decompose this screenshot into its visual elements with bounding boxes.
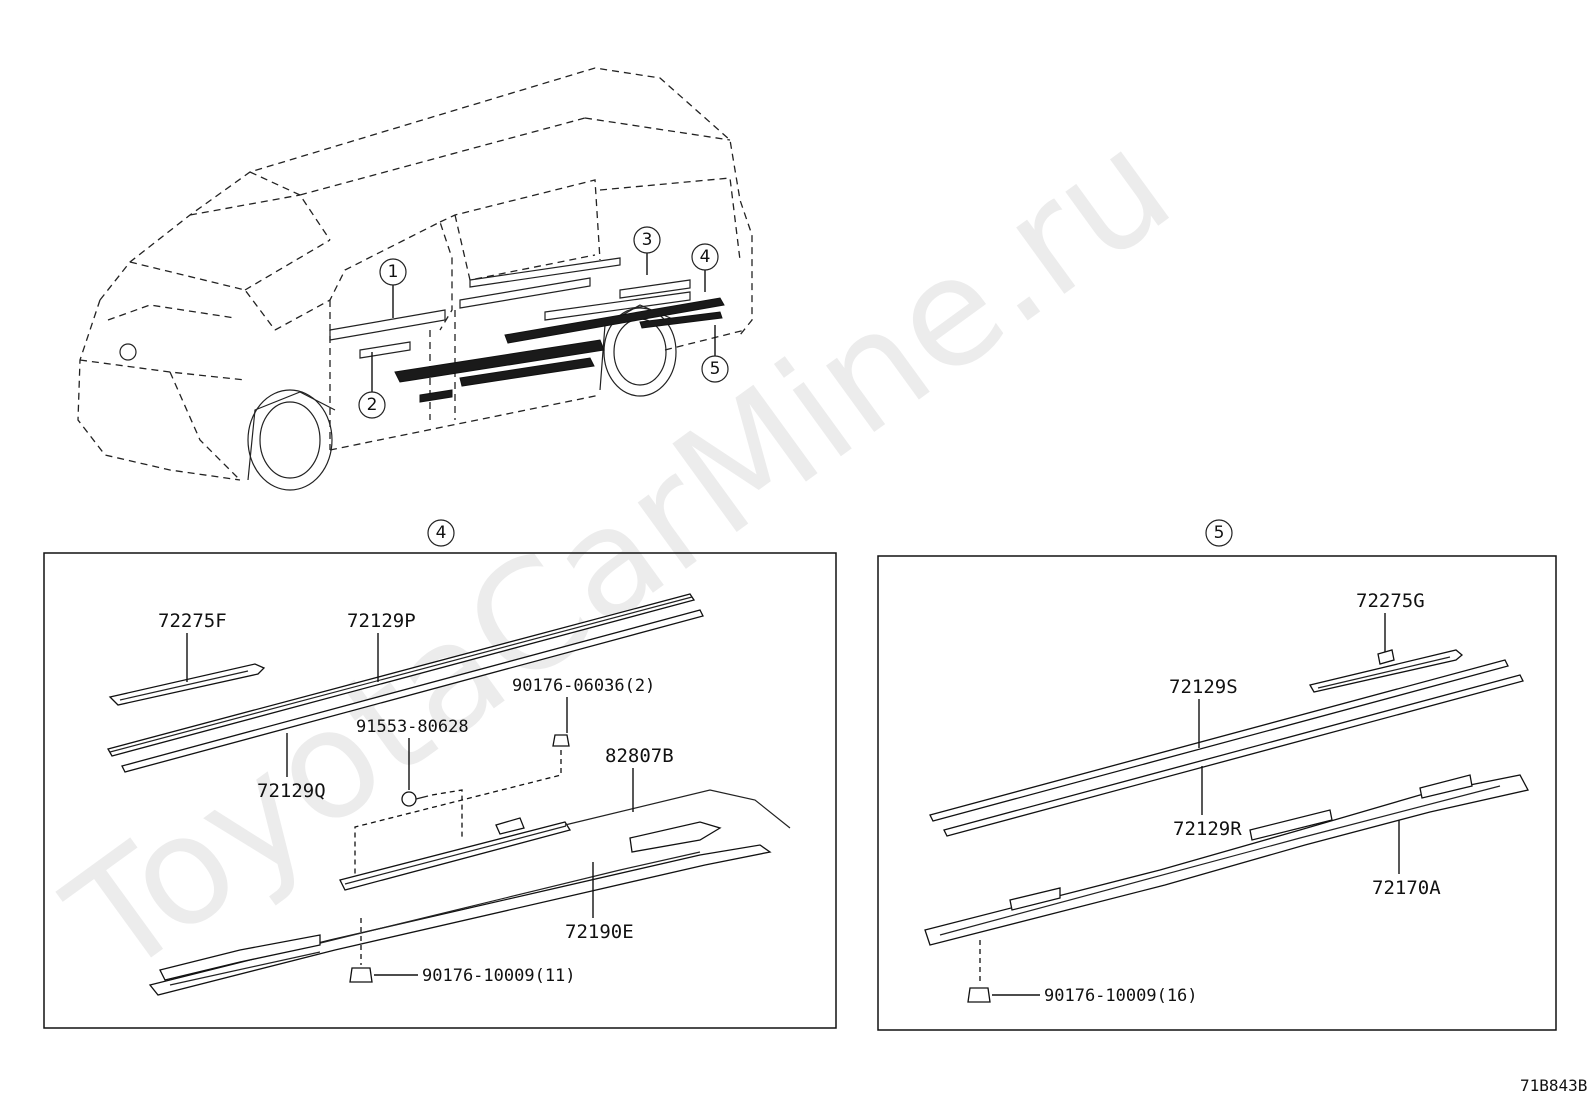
label-72129R: 72129R bbox=[1173, 766, 1242, 840]
svg-text:72275G: 72275G bbox=[1356, 590, 1425, 612]
label-72170A: 72170A bbox=[1372, 820, 1441, 899]
panel-4-marker: 4 bbox=[427, 519, 455, 547]
panel-5-parts-illustration bbox=[924, 649, 1529, 1003]
callout-5: 5 bbox=[701, 325, 729, 383]
label-72129Q: 72129Q bbox=[257, 733, 326, 802]
svg-text:4: 4 bbox=[700, 247, 711, 267]
label-82807B: 82807B bbox=[605, 745, 674, 812]
label-72190E: 72190E bbox=[565, 862, 634, 943]
svg-text:3: 3 bbox=[642, 230, 653, 250]
panel-5-frame bbox=[877, 555, 1557, 1031]
svg-text:72170A: 72170A bbox=[1372, 877, 1441, 899]
svg-text:72275F: 72275F bbox=[158, 610, 227, 632]
svg-text:5: 5 bbox=[710, 359, 721, 379]
panel-4-frame bbox=[43, 552, 837, 1029]
svg-text:4: 4 bbox=[436, 523, 447, 543]
label-90176-10009-16: 90176-10009(16) bbox=[992, 986, 1198, 1006]
van-overview-illustration bbox=[77, 67, 753, 491]
callout-4: 4 bbox=[691, 243, 719, 292]
label-72275F: 72275F bbox=[158, 610, 227, 682]
svg-text:5: 5 bbox=[1214, 523, 1225, 543]
panel-4-parts-illustration bbox=[107, 593, 791, 996]
svg-text:72129R: 72129R bbox=[1173, 818, 1242, 840]
svg-text:1: 1 bbox=[388, 262, 399, 282]
label-90176-10009-11: 90176-10009(11) bbox=[374, 966, 576, 986]
svg-text:90176-10009(11): 90176-10009(11) bbox=[422, 966, 576, 986]
svg-text:72129S: 72129S bbox=[1169, 676, 1238, 698]
diagram-code: 71B843B bbox=[1520, 1076, 1587, 1095]
label-90176-06036: 90176-06036(2) bbox=[512, 676, 655, 733]
svg-text:72129P: 72129P bbox=[347, 610, 416, 632]
svg-text:90176-06036(2): 90176-06036(2) bbox=[512, 676, 655, 696]
callout-1: 1 bbox=[379, 258, 407, 318]
svg-text:82807B: 82807B bbox=[605, 745, 674, 767]
callout-2: 2 bbox=[358, 352, 386, 419]
label-72129P: 72129P bbox=[347, 610, 416, 682]
panel-5-marker: 5 bbox=[1205, 519, 1233, 547]
label-72129S: 72129S bbox=[1169, 676, 1238, 748]
svg-text:2: 2 bbox=[367, 395, 378, 415]
svg-text:72129Q: 72129Q bbox=[257, 780, 326, 802]
label-91553-80628: 91553-80628 bbox=[356, 717, 469, 790]
label-72275G: 72275G bbox=[1356, 590, 1425, 652]
callout-3: 3 bbox=[633, 226, 661, 275]
svg-text:90176-10009(16): 90176-10009(16) bbox=[1044, 986, 1198, 1006]
svg-text:72190E: 72190E bbox=[565, 921, 634, 943]
svg-text:91553-80628: 91553-80628 bbox=[356, 717, 469, 737]
